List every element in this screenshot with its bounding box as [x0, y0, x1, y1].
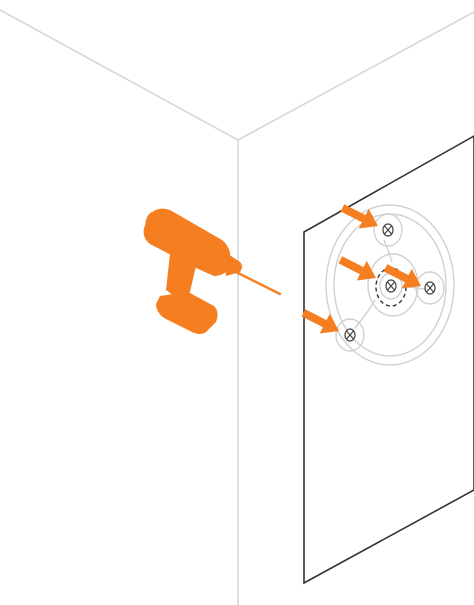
round-bracket [325, 204, 455, 366]
wall-edge-right [237, 11, 474, 141]
arrow-icon [301, 309, 339, 334]
arrow-icon [340, 204, 378, 229]
bracket-spoke-top [383, 239, 393, 263]
drill-handle [166, 254, 196, 300]
drill-icon [143, 208, 282, 334]
drill-rear-cap [145, 212, 161, 244]
mounting-panel [303, 135, 474, 585]
drill-body [143, 208, 231, 276]
screw-pad-right [415, 271, 445, 305]
wall-edge-left [0, 9, 239, 141]
screw-icon [385, 279, 397, 293]
arrow-icon [383, 264, 421, 289]
arrow-icon [338, 256, 376, 281]
bracket-outer-ring [325, 204, 455, 366]
screws [344, 223, 436, 342]
screw-icon [382, 223, 394, 237]
drill-bit [234, 270, 282, 296]
screw-icon [424, 281, 436, 295]
panel-outline [303, 135, 474, 585]
screw-icon [344, 328, 356, 342]
screw-pad-left [335, 318, 365, 352]
drill-battery [156, 292, 218, 334]
wall-corner [0, 9, 474, 605]
bracket-spoke-left [354, 299, 376, 329]
screw-pad-top [373, 213, 403, 247]
direction-arrows [301, 204, 421, 334]
